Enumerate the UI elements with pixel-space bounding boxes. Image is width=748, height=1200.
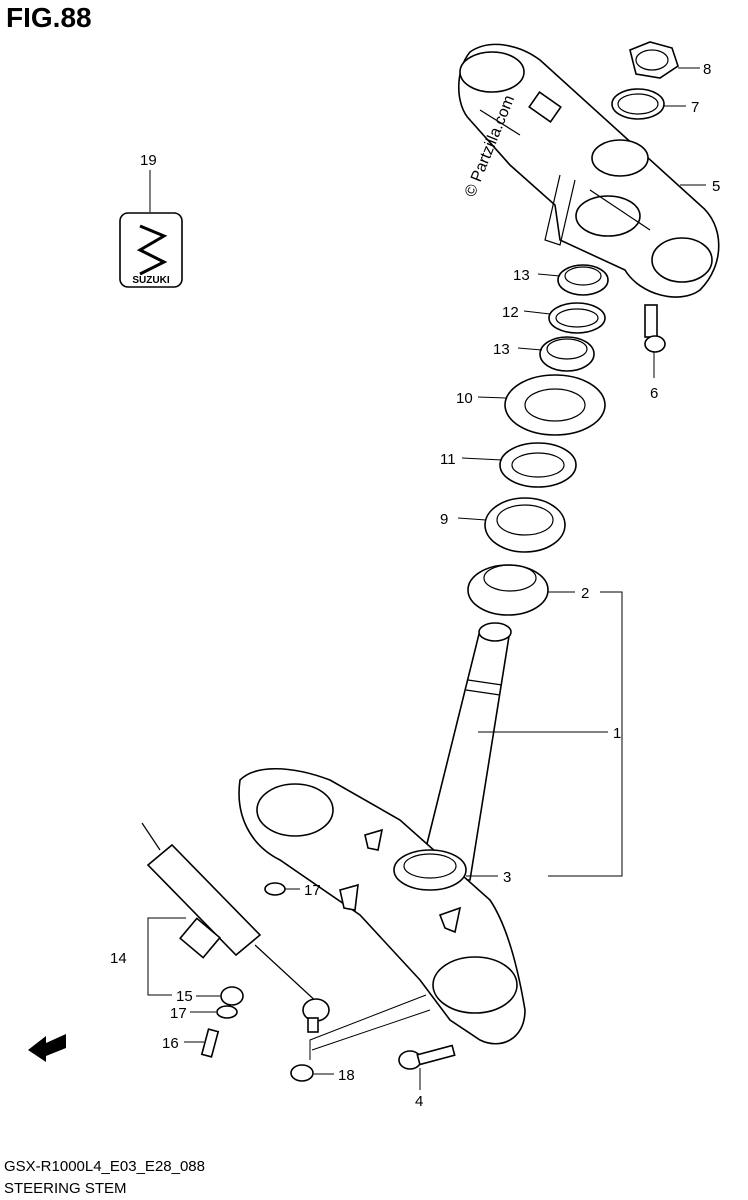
callout-14: 14: [110, 950, 127, 967]
steering-damper-part[interactable]: [141, 822, 330, 1033]
dust-seal-part[interactable]: [504, 374, 606, 436]
steering-stem-lower-bracket-part[interactable]: [238, 622, 526, 1045]
seal-washer-part[interactable]: [499, 442, 577, 488]
lock-nut-lower-part[interactable]: [539, 336, 595, 372]
callout-12: 12: [502, 304, 519, 321]
callout-10: 10: [456, 390, 473, 407]
callout-18: 18: [338, 1067, 355, 1084]
bracket-bolt-part[interactable]: [644, 304, 666, 353]
frame-washer-part[interactable]: [264, 882, 286, 896]
lock-nut-upper-part[interactable]: [557, 264, 609, 296]
damper-washer-part[interactable]: [216, 1005, 238, 1019]
section-name: STEERING STEM: [4, 1180, 127, 1197]
callout-13-lower: 13: [493, 341, 510, 358]
callout-4: 4: [415, 1093, 423, 1110]
callout-6: 6: [650, 385, 658, 402]
fwd-arrow-icon: [28, 1034, 66, 1062]
damper-bolt-part[interactable]: [200, 1028, 220, 1058]
callout-5: 5: [712, 178, 720, 195]
callout-2: 2: [581, 585, 589, 602]
washer-part[interactable]: [611, 88, 665, 120]
callout-19: 19: [140, 152, 157, 169]
steering-stem-head-nut-part[interactable]: [629, 41, 679, 79]
callout-1: 1: [613, 725, 621, 742]
lock-washer-part[interactable]: [548, 302, 606, 334]
figure-title: FIG.88: [6, 2, 92, 33]
emblem-text: SUZUKI: [132, 275, 169, 286]
callout-13-upper: 13: [513, 267, 530, 284]
damper-collar-part[interactable]: [220, 986, 244, 1006]
suzuki-emblem-part[interactable]: SUZUKI: [119, 212, 183, 288]
bearing-race-part[interactable]: [484, 497, 566, 553]
callout-17-upper: 17: [304, 882, 321, 899]
callout-3: 3: [503, 869, 511, 886]
damper-bracket-nut-part[interactable]: [290, 1064, 314, 1082]
callout-9: 9: [440, 511, 448, 528]
leader-lines: [147, 67, 706, 1090]
callout-11: 11: [440, 451, 456, 468]
callout-17-lower: 17: [170, 1005, 187, 1022]
callout-7: 7: [691, 99, 699, 116]
steering-bearing-part[interactable]: [467, 564, 549, 616]
callout-16: 16: [162, 1035, 179, 1052]
upper-bracket-part[interactable]: [458, 43, 720, 298]
lower-bracket-bolt-part[interactable]: [398, 1044, 456, 1070]
callout-8: 8: [703, 61, 711, 78]
lower-bearing-seal-part[interactable]: [393, 849, 467, 891]
model-code: GSX-R1000L4_E03_E28_088: [4, 1158, 205, 1175]
callout-numbers: 8 7 5 19 13 12 13 6 10 11 9 2 1 3 17 14 …: [110, 61, 720, 1110]
callout-15: 15: [176, 988, 193, 1005]
